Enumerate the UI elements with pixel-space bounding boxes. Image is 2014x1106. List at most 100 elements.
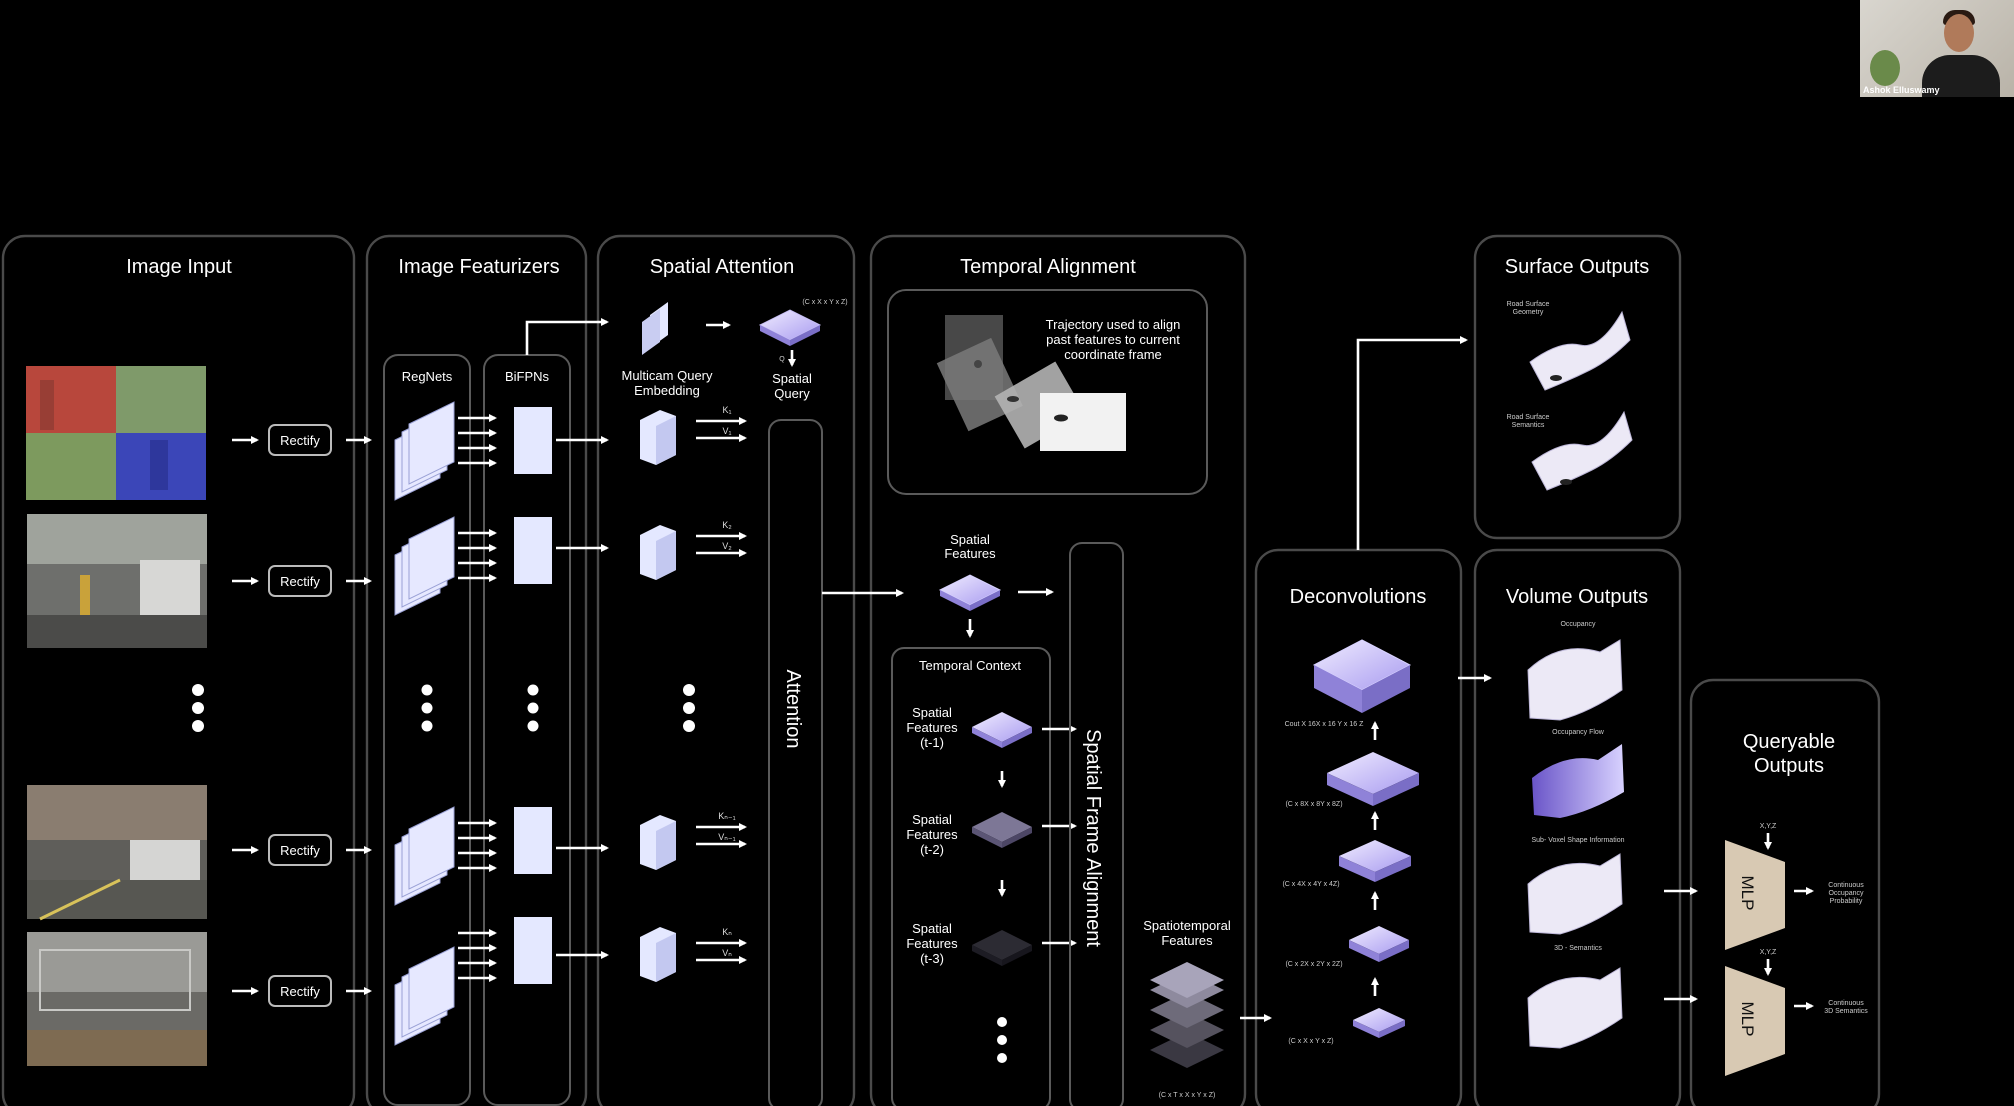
t3-label-line1: Spatial [912, 921, 952, 936]
deconv-shape-2: (C x 4X x 4Y x 4Z) [1282, 881, 1339, 888]
k-label: K₁ [722, 405, 731, 415]
multicam-label-2: Embedding [634, 383, 700, 398]
presenter-shirt [1922, 55, 2000, 97]
v-label: V₁ [722, 426, 731, 436]
k-label: K₂ [722, 520, 732, 530]
presenter-webcam: Ashok Elluswamy [1860, 0, 2014, 97]
deconvolutions-title: Deconvolutions [1290, 586, 1427, 608]
embedding-row-1: K₁ V₁ [640, 405, 747, 465]
surface-geometry-label-1: Road Surface [1507, 301, 1550, 308]
surface-semantics-label-1: Road Surface [1507, 414, 1550, 421]
attention-block [768, 419, 823, 1106]
regnets-ellipsis [421, 684, 433, 732]
embedding-row-2: K₂ V₂ [640, 520, 747, 580]
occupancy-flow-label: Occupancy Flow [1552, 729, 1605, 736]
output-1-label-line2: Occupancy [1828, 890, 1864, 897]
temporal-feature-t1: Spatial Features (t-1) [906, 705, 1077, 788]
deconv-voxel-2 [1327, 752, 1419, 806]
surface-semantics-mesh [1531, 410, 1633, 491]
t3-label-line3: (t-3) [920, 951, 944, 966]
spatiotemporal-shape: (C x T x X x Y x Z) [1159, 1092, 1216, 1099]
mlp-label-2: MLP [1738, 1002, 1757, 1037]
featurizer-row-1 [394, 401, 552, 501]
embedding-row-4: Kₙ Vₙ [640, 927, 747, 982]
k-label: Kₙ [722, 927, 732, 937]
spatiotemporal-label-1: Spatiotemporal [1143, 918, 1231, 933]
mlp-block-2 [1725, 966, 1785, 1076]
trajectory-box [887, 289, 1208, 495]
xyz-label-2: X,Y,Z [1760, 949, 1777, 956]
trajectory-text-1: Trajectory used to align [1046, 317, 1181, 332]
bifpn-feature [514, 807, 552, 874]
featurizer-row-4 [394, 917, 552, 1046]
regnets-label: RegNets [402, 369, 453, 384]
k-label: Kₙ₋₁ [718, 811, 735, 821]
v-label: Vₙ [722, 948, 732, 958]
rectify-box [268, 424, 332, 456]
output-1-label-line1: Continuous [1828, 882, 1864, 889]
presenter-head [1944, 14, 1974, 52]
plant [1870, 50, 1900, 86]
deconv-voxel-3 [1339, 840, 1411, 882]
surface-outputs-panel [1473, 234, 1682, 540]
v-label: Vₙ₋₁ [718, 832, 735, 842]
spatial-features-label-1: Spatial [950, 532, 990, 547]
surface-geometry-mesh [1529, 310, 1631, 391]
temporal-context-label: Temporal Context [919, 658, 1021, 673]
spatial-query-shape: (C x X x Y x Z) [802, 299, 847, 306]
spatiotemporal-label-2: Features [1161, 933, 1213, 948]
rectify-row-2: Rectify [232, 565, 372, 597]
surface-semantics-car [1560, 479, 1572, 485]
featurizer-row-3 [394, 806, 552, 906]
v-label: V₂ [722, 541, 732, 551]
t1-label-line3: (t-1) [920, 735, 944, 750]
rectify-label: Rectify [280, 984, 320, 999]
image-featurizers-title: Image Featurizers [398, 256, 559, 278]
mlp-label-1: MLP [1738, 876, 1757, 911]
spatial-attention-panel [596, 234, 856, 1106]
queryable-outputs-panel [1689, 678, 1881, 1106]
xyz-label-1: X,Y,Z [1760, 823, 1777, 830]
rectify-label: Rectify [280, 843, 320, 858]
camera-image-street-1 [27, 514, 207, 648]
spatial-query-label-1: Spatial [772, 371, 812, 386]
deconv-voxel-large [1312, 639, 1412, 713]
query-label: Q [779, 356, 785, 363]
t2-label-line1: Spatial [912, 812, 952, 827]
spatial-query-label-2: Query [774, 386, 810, 401]
surface-outputs-title: Surface Outputs [1505, 256, 1650, 278]
bifpn-feature [514, 407, 552, 474]
subvoxel-mesh [1527, 853, 1623, 935]
t2-label-line3: (t-2) [920, 842, 944, 857]
output-2-label-line2: 3D Semantics [1824, 1008, 1868, 1015]
multicam-embedding-top-icon [642, 302, 668, 355]
temporal-context-box [891, 647, 1051, 1106]
temporal-alignment-title: Temporal Alignment [960, 256, 1136, 278]
semantics-3d-mesh [1527, 967, 1623, 1049]
t2-label-line2: Features [906, 827, 958, 842]
surface-semantics-label-2: Semantics [1512, 422, 1545, 429]
output-2-label-line1: Continuous [1828, 1000, 1864, 1007]
rectify-row-3: Rectify [232, 834, 372, 866]
temporal-feature-t3: Spatial Features (t-3) [906, 921, 1077, 966]
t1-label-line1: Spatial [912, 705, 952, 720]
mlp-block-1 [1725, 840, 1785, 950]
bifpns-ellipsis [527, 684, 539, 732]
spatial-frame-alignment-block [1069, 542, 1124, 1106]
featurizer-row-2 [394, 516, 552, 616]
bifpn-feature [514, 517, 552, 584]
rectify-box [268, 565, 332, 597]
camera-image-street-2 [27, 785, 207, 921]
rectify-row-4: Rectify [232, 975, 372, 1007]
trajectory-text-2: past features to current [1046, 332, 1180, 347]
temporal-alignment-panel [869, 234, 1247, 1106]
deconv-shape-0: Cout X 16X x 16 Y x 16 Z [1285, 721, 1364, 728]
rectify-box [268, 834, 332, 866]
camera-image-street-3 [27, 932, 207, 1066]
image-featurizers-panel [365, 234, 588, 1106]
camera-image-grid [26, 366, 206, 500]
spatial-attention-title: Spatial Attention [650, 256, 795, 278]
embeddings-ellipsis [683, 684, 695, 732]
trajectory-frames-illustration [936, 315, 1126, 451]
surface-geometry-car [1550, 375, 1562, 381]
